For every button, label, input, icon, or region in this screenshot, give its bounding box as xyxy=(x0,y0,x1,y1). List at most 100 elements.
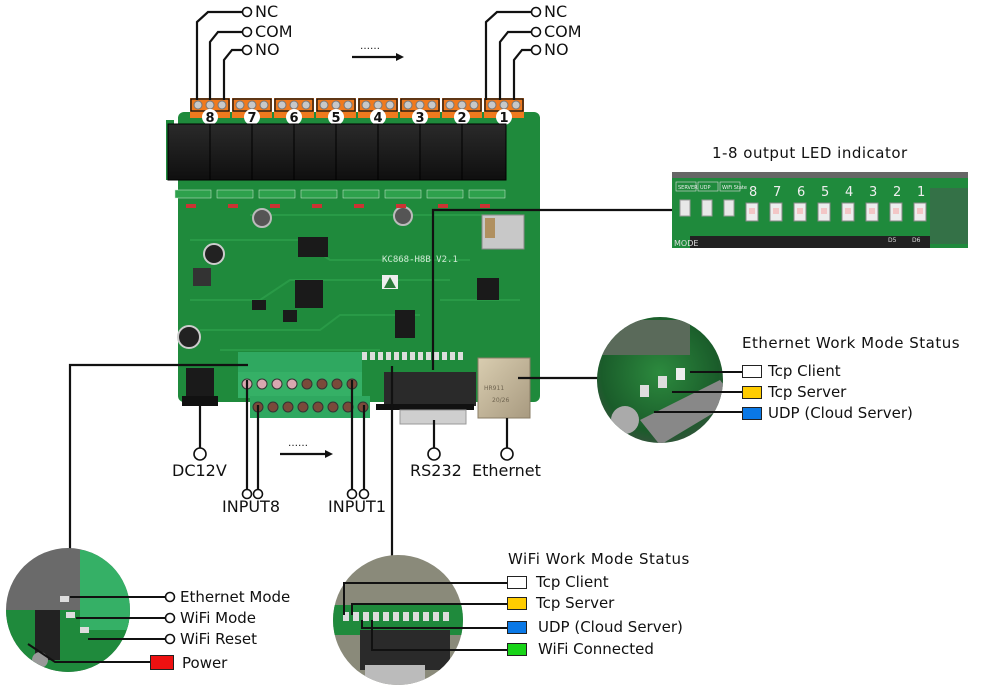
relay-5 xyxy=(293,123,339,208)
relay-terminal-5: 5 xyxy=(316,98,356,126)
continuation-dots: …… xyxy=(288,438,308,449)
power-led-swatch xyxy=(150,655,174,670)
relay-number-4: 4 xyxy=(373,111,382,126)
input-screw xyxy=(327,401,339,413)
led-number-4: 4 xyxy=(845,185,853,200)
ethernet-status-title: Ethernet Work Mode Status xyxy=(742,334,961,352)
relay-6 xyxy=(251,123,297,208)
input-screw xyxy=(282,401,294,413)
led-silk-label: UDP xyxy=(700,185,711,191)
wifi-status-title: WiFi Work Mode Status xyxy=(508,550,690,568)
relay-8 xyxy=(167,123,213,208)
wifi-connected-label: WiFi Connected xyxy=(538,640,654,658)
relay-number-7: 7 xyxy=(247,111,256,126)
wifi-tcp-client-swatch xyxy=(507,576,527,589)
input-terminal-block xyxy=(238,352,370,418)
rs232-label: RS232 xyxy=(410,461,462,480)
wifi-tcp-client-label: Tcp Client xyxy=(536,573,609,591)
input-screw xyxy=(316,378,328,390)
relay-terminal-6: 6 xyxy=(274,98,314,126)
wifi-udp-label: UDP (Cloud Server) xyxy=(538,618,683,636)
eth-tcp-client-swatch xyxy=(742,365,762,378)
led-number-2: 2 xyxy=(893,185,901,200)
relay-1 xyxy=(461,123,507,208)
relay-number-8: 8 xyxy=(205,111,214,126)
terminal-dots xyxy=(193,6,542,500)
relay-terminal-2: 2 xyxy=(442,98,482,126)
led-number-6: 6 xyxy=(797,185,805,200)
relay8-com-label: COM xyxy=(255,22,293,41)
relay8-no-label: NO xyxy=(255,40,280,59)
relay-2 xyxy=(419,123,465,208)
dc12v-label: DC12V xyxy=(172,461,227,480)
input1-label: INPUT1 xyxy=(328,497,386,516)
relay1-com-label: COM xyxy=(544,22,582,41)
wifi-connected-swatch xyxy=(507,643,527,656)
input8-label: INPUT8 xyxy=(222,497,280,516)
led-number-3: 3 xyxy=(869,185,877,200)
wifi-status-leaders xyxy=(343,582,507,651)
svg-text:20/26: 20/26 xyxy=(492,397,509,404)
relay-terminal-7: 7 xyxy=(232,98,272,126)
led-silk-label: WiFi State xyxy=(722,185,747,191)
relay-terminal-1: 1 xyxy=(484,98,524,126)
led-indicator-title: 1-8 output LED indicator xyxy=(712,144,908,162)
ethernet-label: Ethernet xyxy=(472,461,541,480)
wifi-reset-label: WiFi Reset xyxy=(180,630,258,648)
svg-text:HR911: HR911 xyxy=(484,385,504,392)
input-screw xyxy=(267,401,279,413)
svg-text:D6: D6 xyxy=(912,237,921,244)
svg-text:D5: D5 xyxy=(888,237,897,244)
led-silk-label: SERVER xyxy=(678,185,698,191)
relay-4 xyxy=(335,123,381,208)
input-screw xyxy=(297,401,309,413)
relay-number-6: 6 xyxy=(289,111,298,126)
eth-tcp-client-label: Tcp Client xyxy=(768,362,841,380)
relay-number-5: 5 xyxy=(331,111,340,126)
input-screw xyxy=(331,378,343,390)
ethernet-mode-label: Ethernet Mode xyxy=(180,588,291,606)
ethernet-status-zoom xyxy=(597,317,723,443)
rs232-connector xyxy=(376,372,476,425)
pcb-board xyxy=(166,112,540,402)
eth-udp-label: UDP (Cloud Server) xyxy=(768,404,913,422)
wifi-udp-swatch xyxy=(507,621,527,634)
eth-tcp-server-label: Tcp Server xyxy=(768,383,847,401)
buttons-leaders xyxy=(27,596,166,663)
relay8-nc-label: NC xyxy=(255,2,279,21)
relay-number-1: 1 xyxy=(499,111,508,126)
wifi-status-zoom xyxy=(333,555,463,685)
eth-udp-swatch xyxy=(742,407,762,420)
relay1-nc-label: NC xyxy=(544,2,568,21)
relay-terminal-8: 8 xyxy=(190,98,230,126)
relay-terminal-strip: 8 7 6 5 4 3 2 1 xyxy=(190,98,524,126)
dc-jack xyxy=(182,368,218,406)
board-model-text: KC868-H8B V2.1 xyxy=(382,255,458,265)
led-number-8: 8 xyxy=(749,185,757,200)
relay-leader-lines xyxy=(68,10,672,560)
ethernet-status-leaders xyxy=(654,371,742,413)
arrow-heads xyxy=(325,53,404,458)
buttons-zoom xyxy=(6,548,130,672)
relay-7 xyxy=(209,123,255,208)
relay-terminal-4: 4 xyxy=(358,98,398,126)
ethernet-jack: HR911 20/26 xyxy=(477,357,531,419)
wifi-mode-label: WiFi Mode xyxy=(180,609,257,627)
led-number-5: 5 xyxy=(821,185,829,200)
wifi-tcp-server-swatch xyxy=(507,597,527,610)
input-screw xyxy=(301,378,313,390)
led-number-1: 1 xyxy=(917,185,925,200)
continuation-dots: …… xyxy=(360,41,380,52)
relay-number-2: 2 xyxy=(457,111,466,126)
power-label: Power xyxy=(182,654,228,672)
input-screw xyxy=(271,378,283,390)
input-screw xyxy=(256,378,268,390)
led-number-7: 7 xyxy=(773,185,781,200)
relay1-no-label: NO xyxy=(544,40,569,59)
input-screw xyxy=(286,378,298,390)
input-screw xyxy=(312,401,324,413)
wifi-tcp-server-label: Tcp Server xyxy=(536,594,615,612)
relay-number-3: 3 xyxy=(415,111,424,126)
